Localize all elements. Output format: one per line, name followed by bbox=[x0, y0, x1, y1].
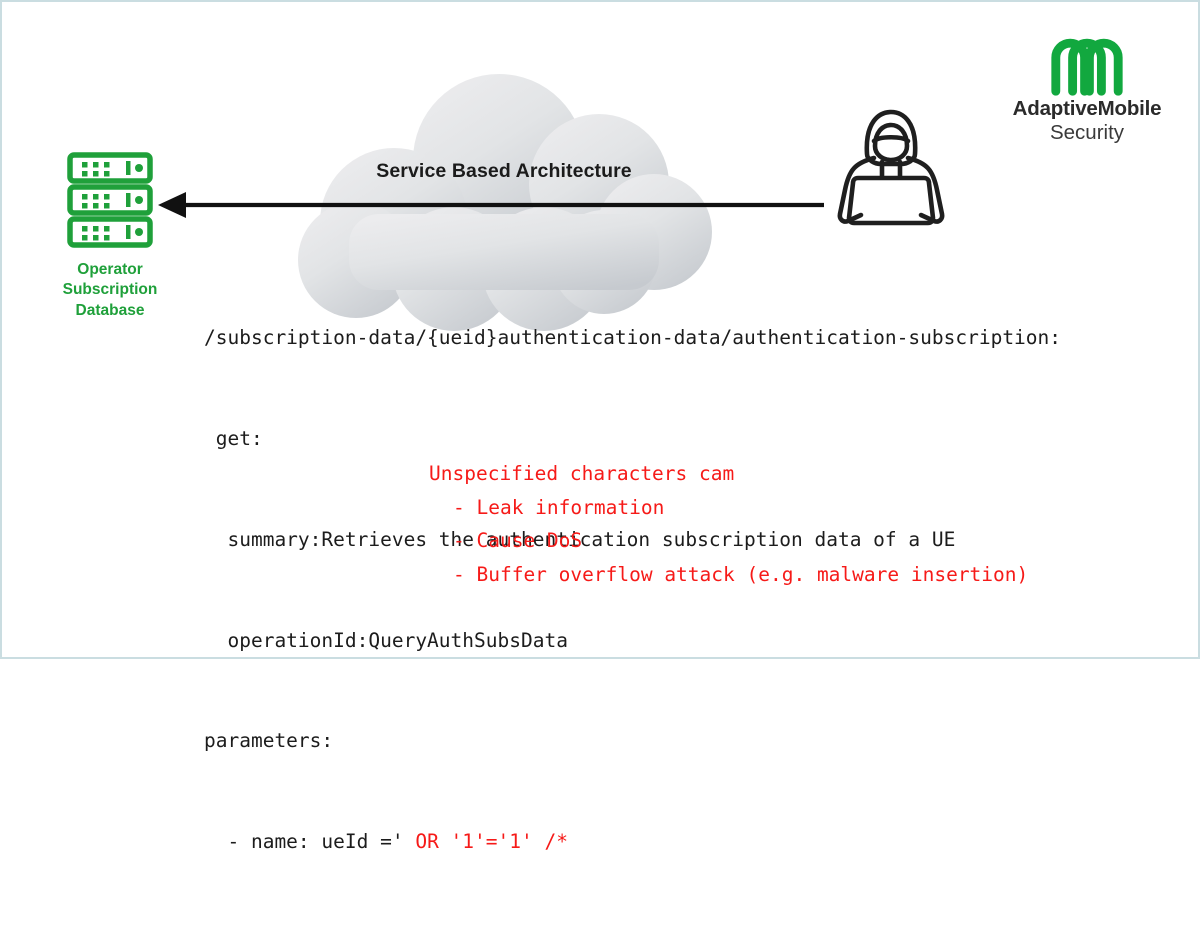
operator-subscription-database: Operator Subscription Database bbox=[46, 150, 174, 321]
code-line-get: get: bbox=[204, 426, 263, 450]
cloud-title: Service Based Architecture bbox=[376, 160, 632, 182]
server-stack-icon bbox=[67, 152, 153, 248]
database-label: Operator Subscription Database bbox=[46, 260, 174, 321]
arrow-left-icon bbox=[158, 192, 824, 218]
brand-subtitle: Security bbox=[1049, 120, 1125, 144]
code-line-name-param: - name: ueId =' OR '1'='1' /* bbox=[204, 825, 1164, 859]
database-label-line-2: Subscription bbox=[62, 281, 158, 299]
hacker-with-laptop-icon bbox=[837, 109, 945, 226]
annotation-buffer-overflow: - Buffer overflow attack (e.g. malware i… bbox=[453, 563, 1029, 586]
code-param-prefix: - name: ueId =' bbox=[204, 830, 404, 854]
code-line-summary: summary:Retrieves the authentication sub… bbox=[204, 527, 956, 551]
brand-logo: AdaptiveMobile Security bbox=[992, 24, 1182, 154]
database-label-line-3: Database bbox=[75, 301, 145, 319]
brand-name: AdaptiveMobile bbox=[1012, 97, 1162, 120]
code-line-parameters: parameters: bbox=[204, 729, 334, 753]
sql-injection-payload: OR '1'='1' /* bbox=[403, 830, 568, 854]
code-line-operationid: operationId:QueryAuthSubsData bbox=[204, 628, 568, 652]
annotation-leak-information: - Leak information bbox=[453, 496, 665, 519]
diagram-canvas: AdaptiveMobile Security Service Based Ar… bbox=[0, 0, 1200, 853]
annotation-cause-dos: - Cause DoS bbox=[453, 529, 583, 552]
database-label-line-1: Operator bbox=[77, 261, 143, 278]
code-line-path: /subscription-data/{ueid}authentication-… bbox=[204, 326, 1062, 350]
annotation-headline: Unspecified characters cam bbox=[429, 462, 735, 485]
adaptivemobile-arches-logo-icon bbox=[1051, 38, 1123, 96]
